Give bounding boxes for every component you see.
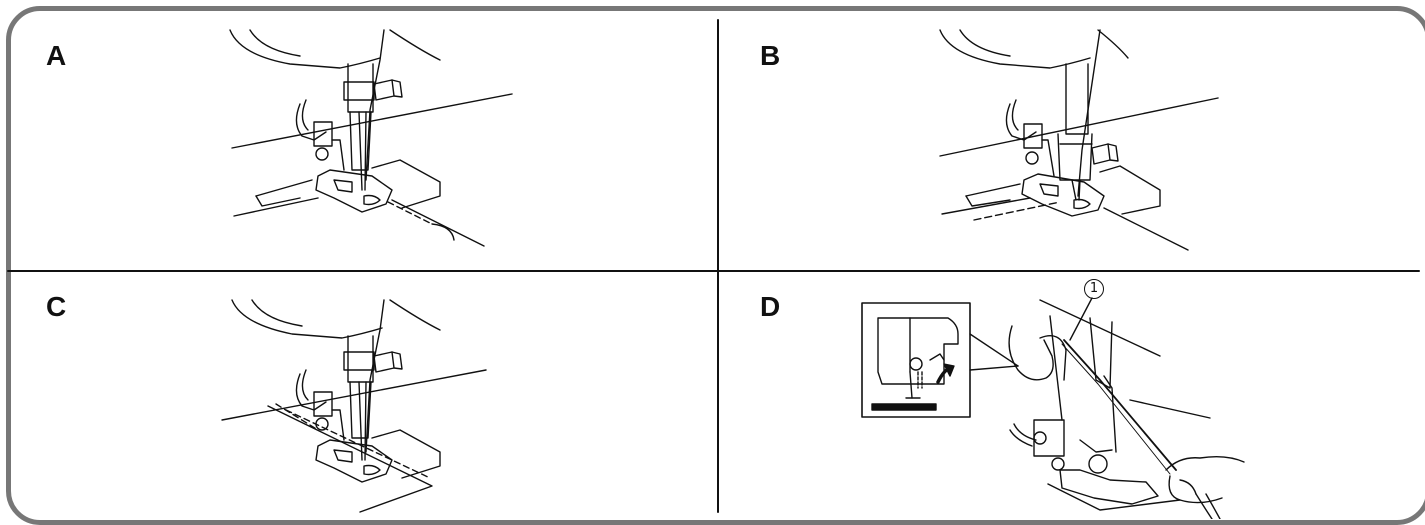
panel-b-label: B	[760, 40, 781, 71]
panel-b-illustration	[939, 29, 1219, 251]
panel-a-illustration	[229, 29, 513, 247]
panel-a-label: A	[46, 40, 67, 71]
panel-dividers	[7, 19, 1420, 513]
callout-number-1: 1	[1084, 279, 1104, 299]
panel-d-label: D	[760, 291, 781, 322]
panel-c-label: C	[46, 291, 67, 322]
thread-detail-inset	[861, 302, 971, 418]
panel-c-illustration	[221, 299, 487, 513]
panel-d-illustration	[861, 297, 1245, 519]
